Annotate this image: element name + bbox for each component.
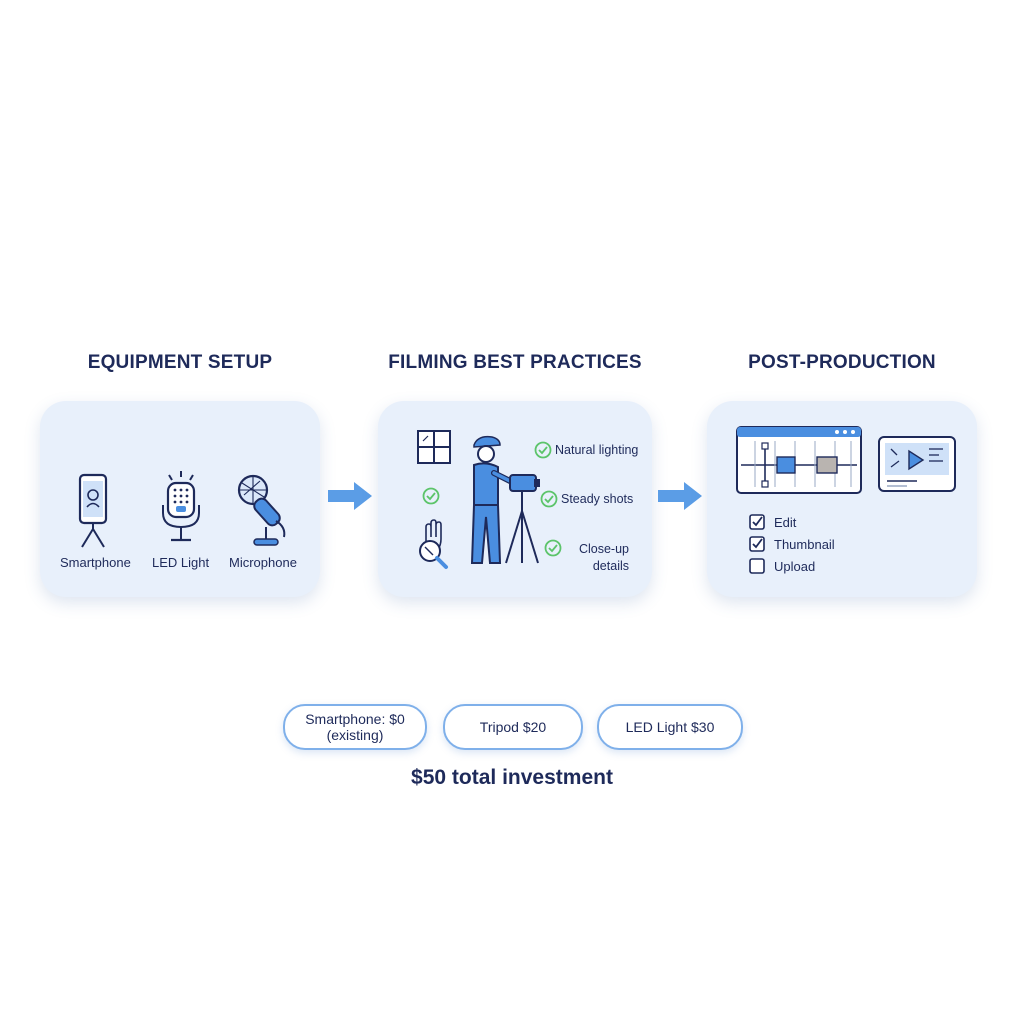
checklist-edit: Edit <box>774 515 797 530</box>
check-circle-icon <box>422 487 440 505</box>
video-player-thumbnail-icon <box>878 436 956 492</box>
checkbox-checked-icon[interactable] <box>749 514 765 530</box>
cost-tripod: Tripod $20 <box>443 704 583 750</box>
title-filming-best-practices: FILMING BEST PRACTICES <box>388 352 642 373</box>
arrow-right-icon <box>658 482 702 510</box>
tip-close-up-details: Close-up details <box>578 542 629 573</box>
tip-steady-shots: Steady shots <box>561 492 634 506</box>
cost-led-light-label: LED Light $30 <box>625 719 715 735</box>
equipment-panel: Smartphone LED Light Microphone <box>40 401 320 597</box>
checklist-thumbnail: Thumbnail <box>774 537 835 552</box>
equipment-label-microphone: Microphone <box>229 555 297 570</box>
equipment-label-led-light: LED Light <box>152 555 210 570</box>
checkbox-unchecked-icon[interactable] <box>749 558 765 574</box>
microphone-icon <box>237 474 286 546</box>
title-equipment-setup: EQUIPMENT SETUP <box>87 352 273 373</box>
equipment-label-smartphone: Smartphone <box>60 555 131 570</box>
camera-operator-tripod-icon <box>470 435 540 564</box>
hand-magnifier-icon <box>419 519 448 569</box>
led-light-icon <box>162 471 200 542</box>
checkbox-checked-icon[interactable] <box>749 536 765 552</box>
check-circle-icon <box>540 490 558 508</box>
smartphone-icon <box>78 473 108 548</box>
title-post-production: POST-PRODUCTION <box>748 352 936 373</box>
checklist-upload: Upload <box>774 559 816 574</box>
post-production-panel: Edit Thumbnail Upload <box>707 401 977 597</box>
video-editor-timeline-icon <box>736 426 862 494</box>
filming-panel: Natural lighting Steady shots Close-up d… <box>378 401 652 597</box>
cost-smartphone: Smartphone: $0 (existing) <box>283 704 427 750</box>
cost-smartphone-line2: (existing) <box>326 727 384 743</box>
arrow-right-icon <box>328 482 372 510</box>
check-circle-icon <box>534 441 552 459</box>
cost-led-light: LED Light $30 <box>597 704 743 750</box>
tip-natural-lighting: Natural lighting <box>555 443 639 457</box>
check-circle-icon <box>544 539 562 557</box>
cost-tripod-label: Tripod $20 <box>479 719 547 735</box>
cost-smartphone-line1: Smartphone: $0 <box>305 711 405 727</box>
grid-frame-icon <box>417 430 451 464</box>
total-investment: $50 total investment <box>411 766 613 789</box>
